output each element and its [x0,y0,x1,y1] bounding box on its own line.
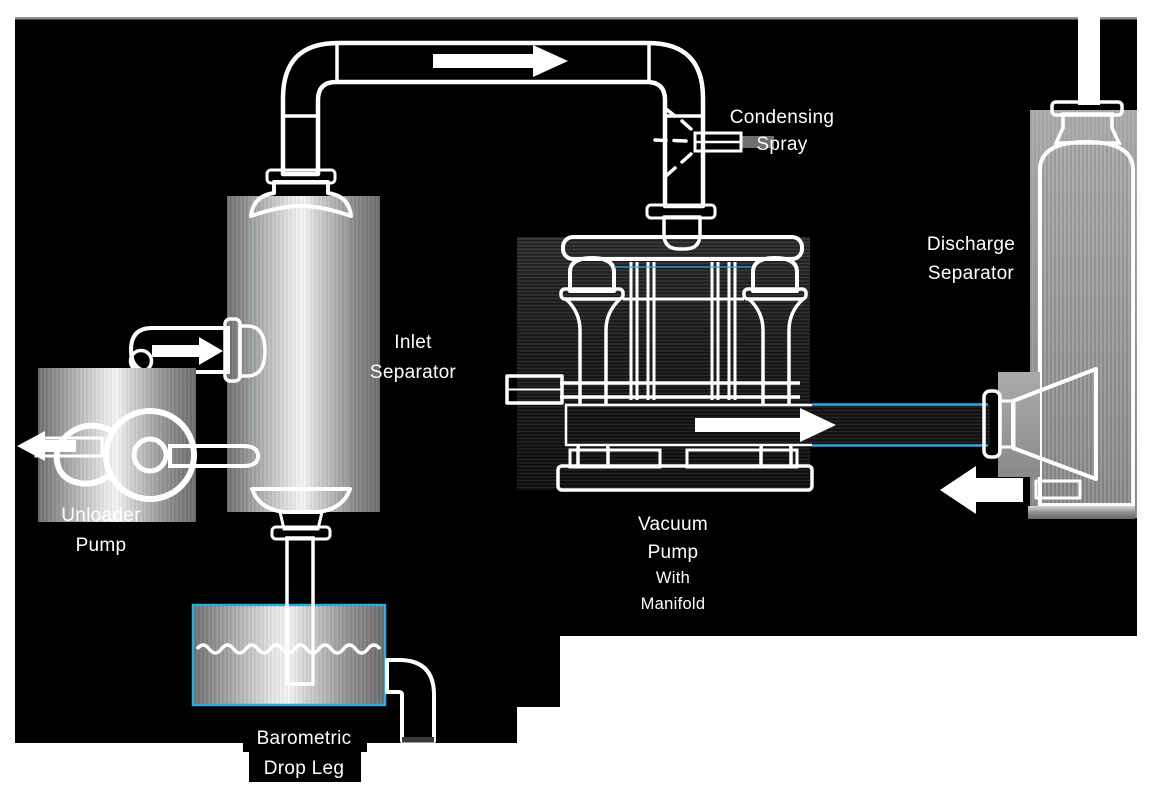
condensing-spray-label-1: Condensing [730,107,834,128]
discharge-separator [998,17,1137,519]
vacuum-pump [505,235,810,490]
discharge-separator-label-1: Discharge [927,234,1015,255]
vacuum-pump-label-1: Vacuum [638,514,708,535]
pump-shaft [505,374,800,405]
pump-eye [131,436,169,474]
condensing-spray-nozzle [653,107,774,178]
unloader-suction-pipe [168,444,261,468]
separator-drain-arrow [940,466,1023,514]
pipe-body [280,40,706,209]
unloader-pump [17,368,261,522]
vacuum-pump-label-3: With [656,569,690,587]
unloader-pump-label-1: Unloader [61,505,141,526]
labels: Inlet Separator Condensing Spray Dischar… [61,107,1015,782]
barometric-drop-leg [191,536,436,743]
unloader-pump-label-2: Pump [76,535,127,556]
right-header-dome [751,256,799,293]
barometric-label-2: Drop Leg [264,758,345,779]
separator-base [1028,506,1135,519]
casing-tie-rods [623,262,744,400]
inlet-separator-label-2: Separator [370,362,457,383]
nozzle-stem [741,136,774,148]
discharge-separator-inlet [940,367,1098,514]
top-flange [1050,100,1124,117]
discharge-separator-label-2: Separator [928,263,1015,284]
vacuum-pump-label-2: Pump [648,542,699,563]
pump-suction-nub [662,215,702,251]
riser-flange [265,168,337,185]
inlet-separator-label-1: Inlet [394,332,432,353]
suction-flow-arrow [433,45,568,77]
drop-leg-pipe [285,536,315,686]
barometric-label-box-1 [243,722,367,752]
volute-scroll [53,422,113,487]
vacuum-pump-label-4: Manifold [641,595,706,613]
top-border-line [15,17,1137,20]
suction-pipe [265,40,717,251]
pipe-joints [284,44,702,118]
discharge-duct [564,403,990,447]
vent-pipe [1078,17,1100,105]
barometric-label-1: Barometric [257,728,352,749]
elbow-cut-end [402,737,434,743]
unloader-discharge-arrow [17,431,76,461]
pump-discharge-arrow [695,408,836,442]
manifold-bar [561,235,804,261]
pump-volute [103,408,197,502]
pump-base [556,448,814,492]
duct-flange [982,389,1002,459]
left-header-dome [568,256,616,293]
inlet-separator [227,180,380,541]
inlet-cap [238,324,267,378]
barometric-label-box-2 [249,752,361,782]
top-bell [249,180,353,218]
condensing-spray-label-2: Spray [756,134,807,155]
spray-dashes [653,107,693,178]
drain-stub [1034,479,1082,500]
inlet-flow-arrow [152,337,223,365]
